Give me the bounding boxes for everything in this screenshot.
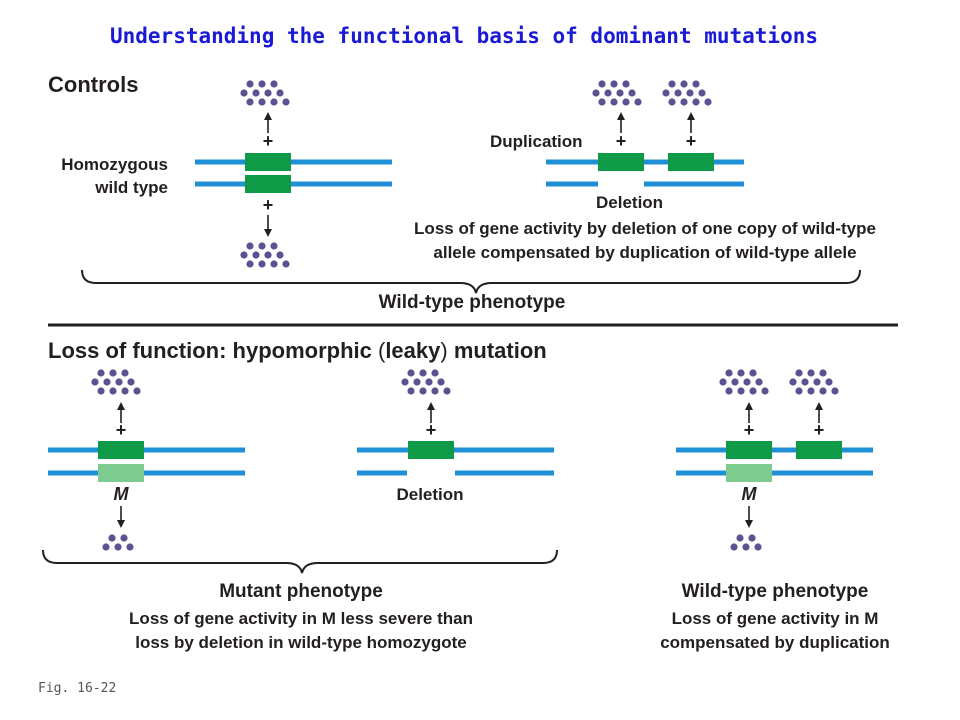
hypo-gene-wild-type — [98, 441, 144, 459]
deletion-het-gene — [408, 441, 454, 459]
lof-deletion-label: Deletion — [396, 485, 463, 504]
dup-m-mutant-allele-label: M — [742, 484, 758, 504]
duplication-arrow-2 — [687, 112, 695, 133]
homozygous-allele-bottom-label: + — [263, 195, 274, 215]
mutant-explanation-line2: loss by deletion in wild-type homozygote — [135, 633, 467, 652]
mutant-phenotype-label: Mutant phenotype — [219, 581, 383, 602]
hypo-product-cluster-wt — [91, 369, 141, 395]
figure-label: Fig. 16-22 — [38, 681, 117, 696]
dup-m-allele-2-label: + — [814, 420, 825, 440]
hypo-wt-allele-label: + — [116, 420, 127, 440]
dup-m-product-cluster-1 — [719, 369, 769, 395]
duplication-allele-2-label: + — [686, 131, 697, 151]
dup-m-gene-2 — [796, 441, 842, 459]
dup-m-arrow-up-2 — [815, 402, 823, 423]
duplication-allele-1-label: + — [616, 131, 627, 151]
duplication-arrow-1 — [617, 112, 625, 133]
gene-product-cluster-bottom — [240, 242, 290, 268]
dup-m-gene-mutant — [726, 464, 772, 482]
hypo-mutant-allele-label: M — [114, 484, 130, 504]
deletion-het-arrow-up — [427, 402, 435, 423]
dup-m-arrow-up-1 — [745, 402, 753, 423]
duplication-product-cluster-1 — [592, 80, 642, 106]
controls-explanation-line2: allele compensated by duplication of wil… — [433, 243, 856, 262]
dup-m-product-cluster-2 — [789, 369, 839, 395]
homozygous-label-line2: wild type — [94, 178, 168, 197]
mutant-explanation-line1: Loss of gene activity in M less severe t… — [129, 609, 473, 628]
lof-wt-explanation-line1: Loss of gene activity in M — [672, 609, 879, 628]
dup-m-arrow-down — [745, 506, 753, 528]
loss-of-function-heading: Loss of function: hypomorphic (leaky) mu… — [48, 338, 547, 363]
duplication-gene-2 — [668, 153, 714, 171]
loss-of-function-brace — [42, 549, 558, 574]
controls-heading: Controls — [48, 72, 138, 97]
hypo-product-cluster-mutant — [102, 534, 134, 551]
deletion-het-allele-label: + — [426, 420, 437, 440]
homozygous-allele-top-label: + — [263, 131, 274, 151]
controls-brace — [81, 269, 861, 294]
duplication-gene-1 — [598, 153, 644, 171]
dup-m-product-cluster-mutant — [730, 534, 762, 551]
dup-m-gene-1 — [726, 441, 772, 459]
dup-m-allele-1-label: + — [744, 420, 755, 440]
homozygous-arrow-up — [264, 112, 272, 133]
lof-wt-explanation-line2: compensated by duplication — [660, 633, 890, 652]
homozygous-label-line1: Homozygous — [61, 155, 168, 174]
controls-explanation-line1: Loss of gene activity by deletion of one… — [414, 219, 876, 238]
controls-phenotype-label: Wild-type phenotype — [379, 292, 566, 313]
hypo-gene-mutant — [98, 464, 144, 482]
slide-title: Understanding the functional basis of do… — [109, 24, 818, 48]
controls-deletion-label: Deletion — [596, 193, 663, 212]
lof-wt-phenotype-label: Wild-type phenotype — [682, 581, 869, 602]
homozygous-gene-top — [245, 153, 291, 171]
homozygous-arrow-down — [264, 215, 272, 237]
gene-product-cluster-top — [240, 80, 290, 106]
duplication-product-cluster-2 — [662, 80, 712, 106]
deletion-het-product-cluster — [401, 369, 451, 395]
hypo-arrow-down — [117, 506, 125, 528]
duplication-label: Duplication — [490, 132, 583, 151]
hypo-arrow-up — [117, 402, 125, 423]
homozygous-gene-bottom — [245, 175, 291, 193]
